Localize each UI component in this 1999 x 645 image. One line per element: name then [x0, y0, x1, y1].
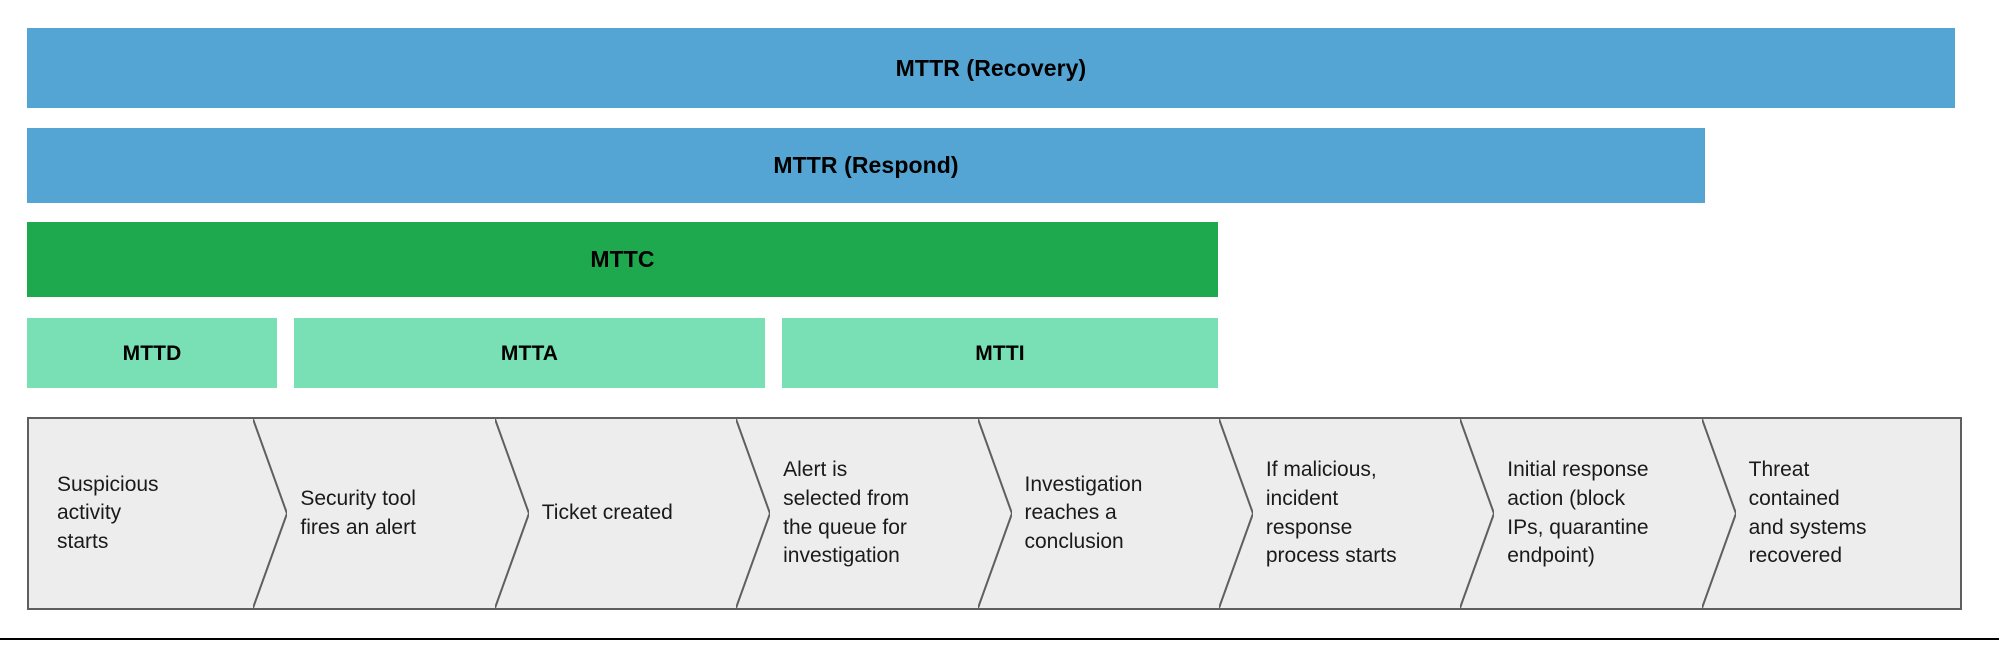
flow-step-label: Alert is selected from the queue for inv…	[783, 458, 910, 568]
flow-step-2: Security tool fires an alert	[270, 419, 511, 608]
flow-step-label: Security tool fires an alert	[300, 486, 416, 539]
metric-bar-label: MTTR (Recovery)	[895, 54, 1087, 81]
flow-step-8: Threat contained and systems recovered	[1719, 419, 1960, 608]
bottom-divider-rule	[0, 638, 1999, 640]
metric-bar-label: MTTR (Respond)	[773, 152, 959, 178]
metric-bar-label: MTTC	[590, 246, 655, 272]
metric-bar-mttd: MTTD	[27, 318, 277, 388]
metric-bar-label: MTTI	[975, 341, 1025, 365]
flow-step-3: Ticket created	[512, 419, 753, 608]
process-flow-strip: Suspicious activity starts Security tool…	[27, 417, 1962, 610]
flow-step-label: Threat contained and systems recovered	[1748, 458, 1867, 568]
flow-step-label: Investigation reaches a conclusion	[1024, 472, 1143, 553]
flow-step-7: Initial response action (block IPs, quar…	[1477, 419, 1718, 608]
metric-bar-mttc: MTTC	[27, 222, 1218, 297]
metric-bar-label: MTTA	[500, 341, 559, 365]
metric-bar-mtti: MTTI	[782, 318, 1218, 388]
flow-step-label: If malicious, incident response process …	[1265, 458, 1397, 568]
flow-step-4: Alert is selected from the queue for inv…	[753, 419, 994, 608]
metric-bar-mtta: MTTA	[294, 318, 765, 388]
flow-step-6: If malicious, incident response process …	[1236, 419, 1477, 608]
flow-step-1: Suspicious activity starts	[29, 419, 270, 608]
flow-step-5: Investigation reaches a conclusion	[995, 419, 1236, 608]
process-flow-steps: Suspicious activity starts Security tool…	[29, 419, 1960, 608]
metric-bar-label: MTTD	[122, 341, 182, 365]
flow-step-label: Initial response action (block IPs, quar…	[1507, 458, 1649, 568]
metric-bar-mttr-recovery: MTTR (Recovery)	[27, 28, 1955, 108]
flow-step-label: Ticket created	[541, 501, 673, 525]
metric-bar-mttr-respond: MTTR (Respond)	[27, 128, 1705, 203]
flow-step-label: Suspicious activity starts	[57, 472, 159, 553]
